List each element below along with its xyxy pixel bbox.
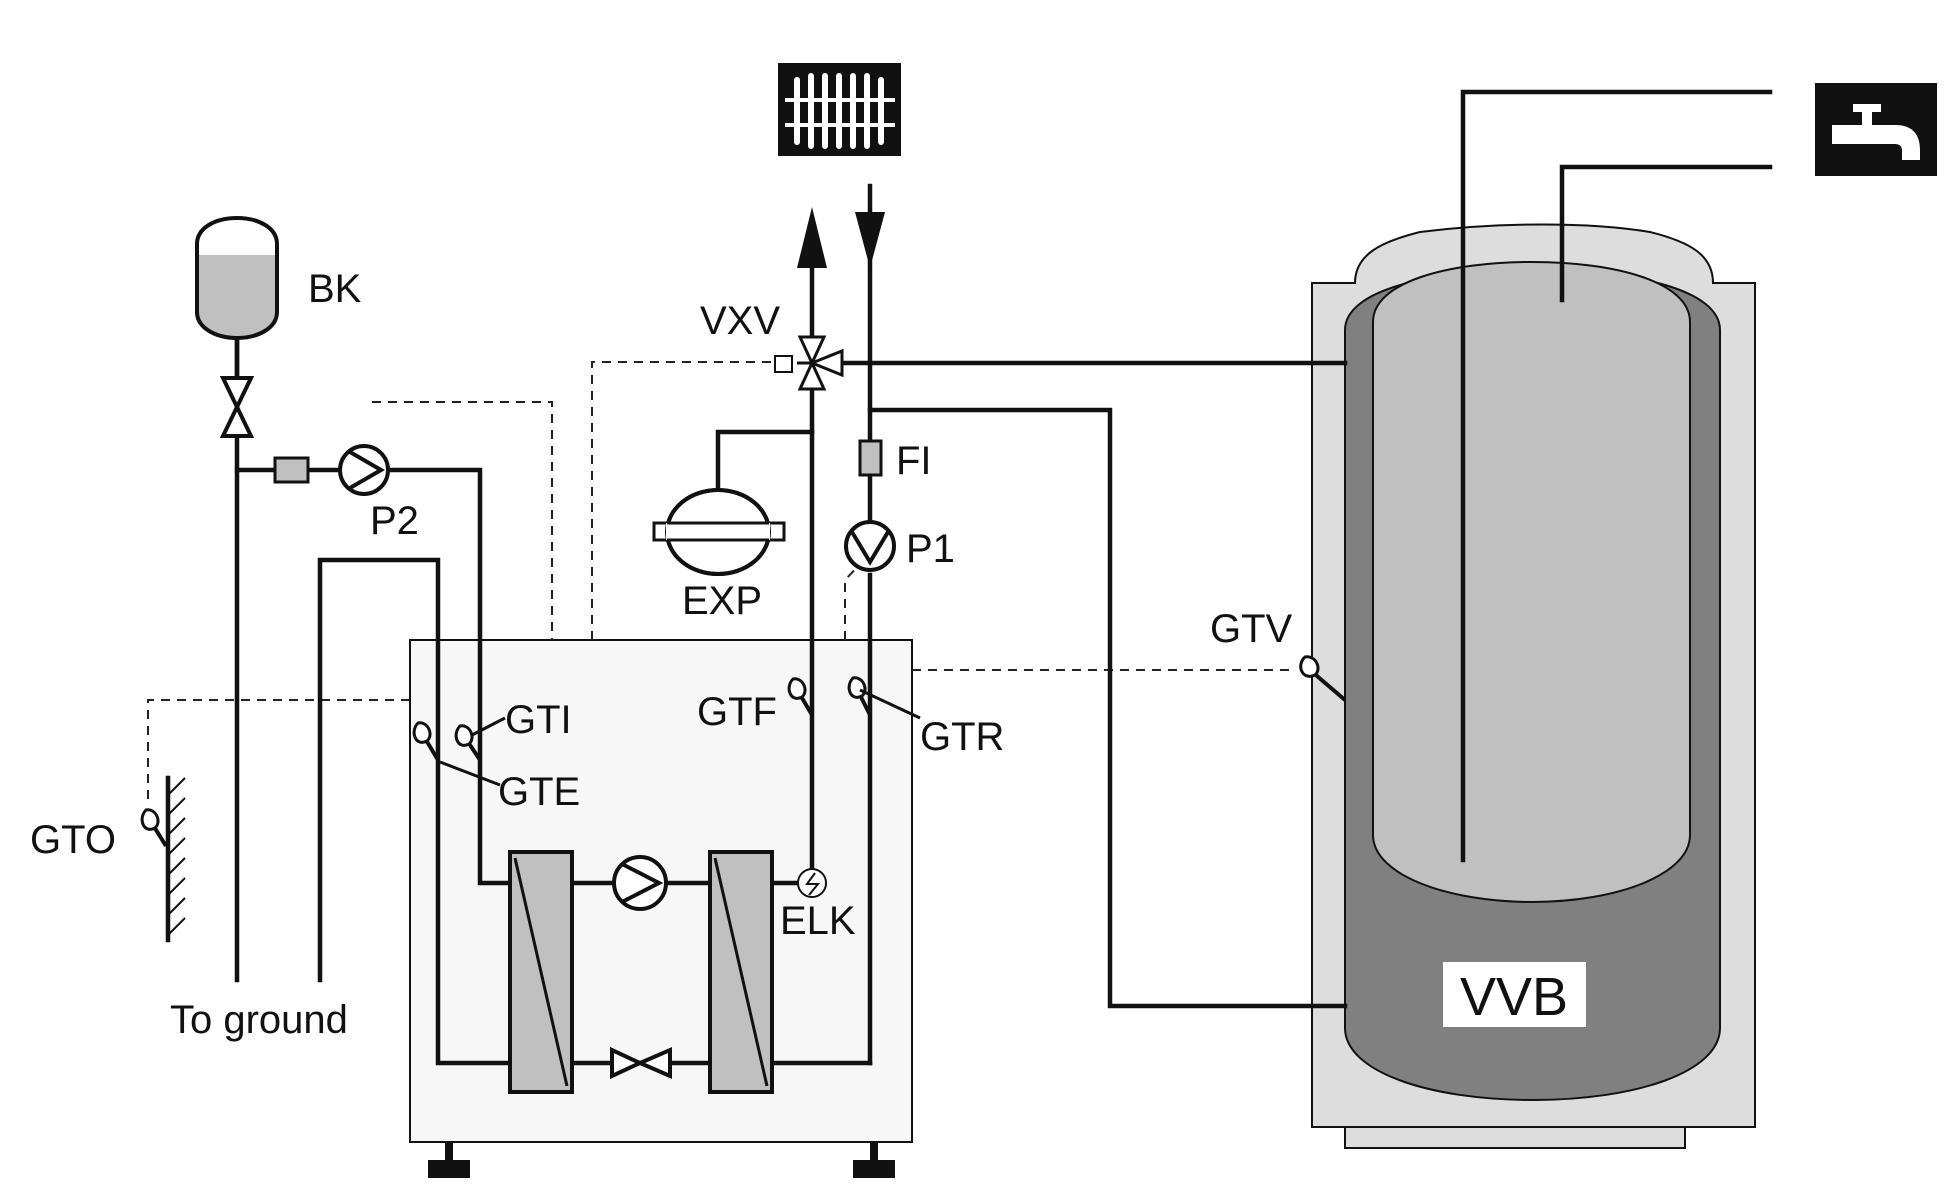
p2-label: P2 — [370, 499, 419, 543]
water-heater-tank: VVB — [1311, 223, 1756, 1149]
compressor — [612, 855, 668, 911]
gtr-sensor — [847, 676, 921, 720]
exp-expansion-vessel — [652, 488, 786, 576]
vxv-three-way-valve — [774, 335, 844, 391]
evaporator-heat-exchanger — [508, 850, 574, 1094]
gtf-label: GTF — [697, 690, 777, 734]
p1-pump — [844, 520, 896, 572]
water-tap-icon — [1815, 83, 1937, 176]
fi-filter — [858, 439, 883, 477]
refrigerant-expansion-valve — [610, 1046, 672, 1080]
unit-foot-right — [853, 1160, 895, 1178]
supply-arrow-up-icon — [797, 207, 827, 268]
exp-label: EXP — [682, 579, 762, 623]
radiator-icon — [778, 63, 901, 156]
condenser-heat-exchanger — [708, 850, 774, 1094]
gte-label: GTE — [498, 770, 580, 814]
gtr-label: GTR — [920, 715, 1004, 759]
elk-label: ELK — [780, 899, 856, 943]
bk-label: BK — [308, 267, 362, 311]
gtv-label: GTV — [1210, 607, 1293, 651]
return-arrow-down-icon — [855, 212, 885, 268]
p2-pump — [338, 444, 390, 496]
gto-outdoor-sensor — [140, 775, 186, 943]
bk-shutoff-valve — [219, 376, 255, 438]
brine-filter — [273, 456, 310, 484]
unit-foot-left — [428, 1160, 470, 1178]
elk-electric-heater — [797, 868, 827, 898]
gte-sensor — [412, 721, 501, 787]
gti-label: GTI — [505, 698, 572, 742]
p1-label: P1 — [906, 527, 955, 571]
gti-sensor — [454, 716, 506, 762]
vvb-label: VVB — [1460, 967, 1568, 1027]
gtf-sensor — [787, 677, 814, 717]
bk-expansion-tank — [195, 215, 279, 341]
gtv-sensor — [1299, 655, 1347, 702]
unit-foot-left-stem — [445, 1142, 453, 1160]
vxv-label: VXV — [700, 299, 780, 343]
fi-label: FI — [896, 439, 932, 483]
gto-label: GTO — [30, 818, 116, 862]
unit-foot-right-stem — [870, 1142, 878, 1160]
to-ground-label: To ground — [170, 998, 348, 1042]
